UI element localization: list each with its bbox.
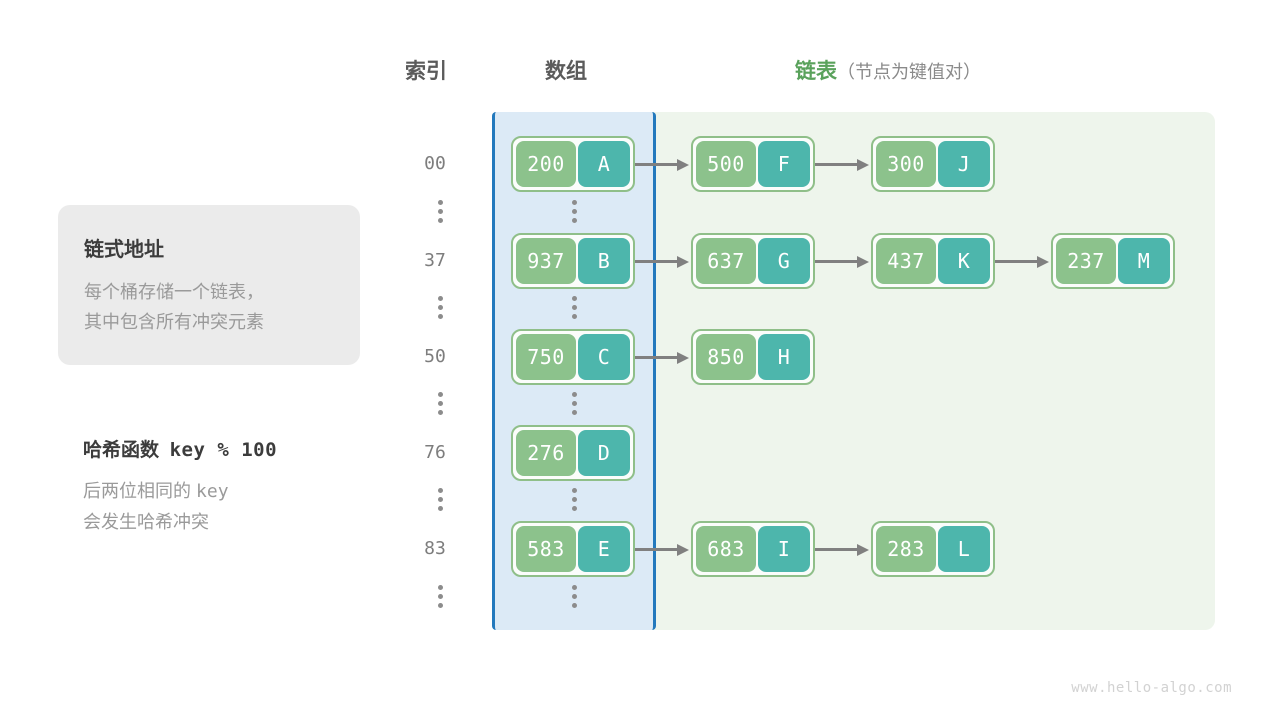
node-key: 683 xyxy=(696,526,756,572)
node-value: E xyxy=(578,526,630,572)
node-key: 437 xyxy=(876,238,936,284)
index-ellipsis xyxy=(434,296,446,319)
node-value: M xyxy=(1118,238,1170,284)
node-key: 937 xyxy=(516,238,576,284)
chain-arrow-icon xyxy=(995,256,1051,268)
node-value: H xyxy=(758,334,810,380)
header-array: 数组 xyxy=(545,60,587,83)
hash-function-title: 哈希函数 key % 100 xyxy=(83,435,383,462)
hash-function-line-1: 后两位相同的 key xyxy=(83,476,383,507)
node-value: F xyxy=(758,141,810,187)
node-value: G xyxy=(758,238,810,284)
array-ellipsis xyxy=(568,296,580,319)
node-value: C xyxy=(578,334,630,380)
index-ellipsis xyxy=(434,585,446,608)
header-linked-list-note: （节点为键值对） xyxy=(837,62,981,82)
hash-function-label: 哈希函数 xyxy=(83,440,160,461)
watermark: www.hello-algo.com xyxy=(1071,680,1232,696)
header-linked-list: 链表（节点为键值对） xyxy=(795,55,981,85)
node-key: 237 xyxy=(1056,238,1116,284)
hash-function-expression: key % 100 xyxy=(169,439,278,461)
index-ellipsis xyxy=(434,488,446,511)
array-ellipsis xyxy=(568,392,580,415)
node-key: 750 xyxy=(516,334,576,380)
info-card-line-1: 每个桶存储一个链表， xyxy=(84,282,264,302)
hash-function-line-1-text: 后两位相同的 xyxy=(83,481,191,501)
node-key: 637 xyxy=(696,238,756,284)
chain-arrow-icon xyxy=(815,256,871,268)
index-ellipsis xyxy=(434,392,446,415)
node-value: J xyxy=(938,141,990,187)
hash-function-body: 后两位相同的 key 会发生哈希冲突 xyxy=(83,476,383,537)
hash-function-line-1-key: key xyxy=(196,481,229,502)
array-ellipsis xyxy=(568,200,580,223)
header-linked-list-accent: 链表 xyxy=(795,60,837,83)
index-ellipsis xyxy=(434,200,446,223)
node-value: B xyxy=(578,238,630,284)
chain-arrow-icon xyxy=(635,159,691,171)
array-ellipsis xyxy=(568,585,580,608)
chain-arrow-icon xyxy=(815,159,871,171)
node-value: L xyxy=(938,526,990,572)
node-key: 583 xyxy=(516,526,576,572)
node-key: 200 xyxy=(516,141,576,187)
info-card-body: 每个桶存储一个链表， 其中包含所有冲突元素 xyxy=(84,277,264,337)
header-index: 索引 xyxy=(405,60,447,83)
index-label: 76 xyxy=(424,442,446,463)
node-key: 300 xyxy=(876,141,936,187)
node-key: 283 xyxy=(876,526,936,572)
index-label: 00 xyxy=(424,153,446,174)
chain-arrow-icon xyxy=(635,256,691,268)
info-card: 链式地址 每个桶存储一个链表， 其中包含所有冲突元素 xyxy=(58,205,360,365)
index-label: 50 xyxy=(424,346,446,367)
node-key: 276 xyxy=(516,430,576,476)
chain-arrow-icon xyxy=(635,352,691,364)
node-value: A xyxy=(578,141,630,187)
node-key: 850 xyxy=(696,334,756,380)
index-label: 83 xyxy=(424,538,446,559)
chain-arrow-icon xyxy=(635,544,691,556)
array-ellipsis xyxy=(568,488,580,511)
hash-function-line-2: 会发生哈希冲突 xyxy=(83,512,209,532)
hash-function-block: 哈希函数 key % 100 后两位相同的 key 会发生哈希冲突 xyxy=(83,435,383,537)
chain-arrow-icon xyxy=(815,544,871,556)
node-value: K xyxy=(938,238,990,284)
index-label: 37 xyxy=(424,250,446,271)
node-value: D xyxy=(578,430,630,476)
info-card-title: 链式地址 xyxy=(84,239,164,261)
info-card-line-2: 其中包含所有冲突元素 xyxy=(84,312,264,332)
node-key: 500 xyxy=(696,141,756,187)
node-value: I xyxy=(758,526,810,572)
